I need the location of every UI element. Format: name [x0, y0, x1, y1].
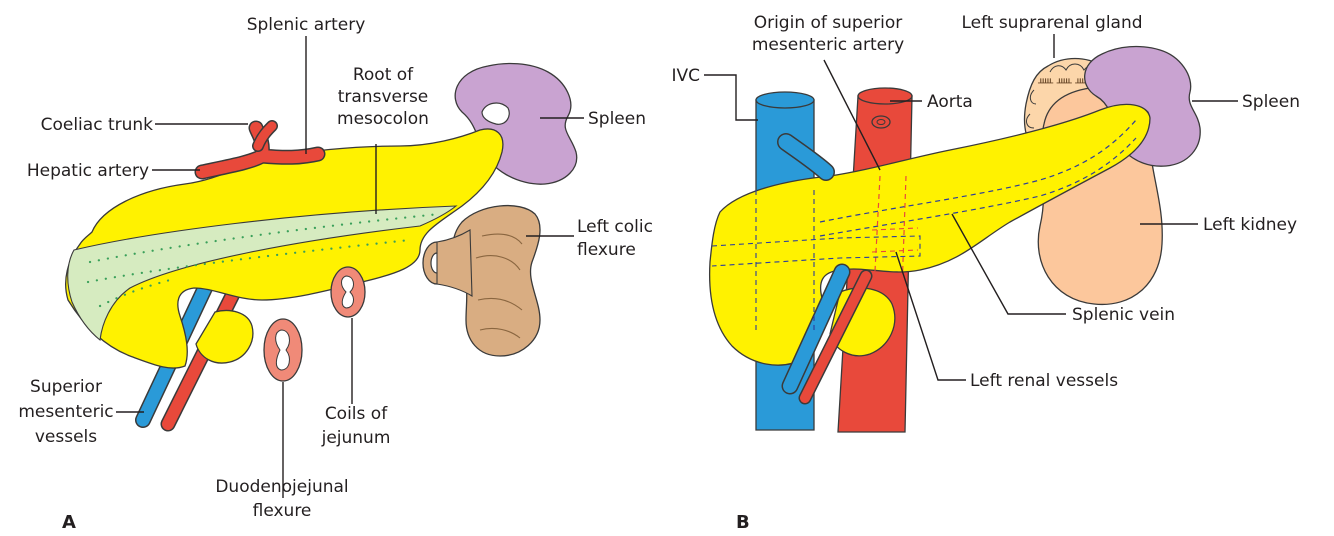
label-spleen-a: Spleen — [588, 109, 646, 129]
label-ivc: IVC — [671, 66, 700, 86]
ivc-top — [756, 92, 814, 108]
label-aorta: Aorta — [927, 92, 973, 112]
suprarenal-ticks: ᚊ ᚊ ᚊ — [1037, 76, 1091, 89]
label-left-renal-vessels: Left renal vessels — [970, 371, 1118, 391]
panel-b-letter: B — [736, 512, 750, 533]
label-hepatic-artery: Hepatic artery — [27, 161, 149, 181]
label-spleen-b: Spleen — [1242, 92, 1300, 112]
pancreas-a-uncinate — [196, 311, 253, 363]
left-colic-flexure-shape — [423, 206, 540, 356]
label-left-suprarenal-gland: Left suprarenal gland — [961, 13, 1142, 33]
panel-b: ᚊ ᚊ ᚊ — [671, 13, 1300, 533]
label-coeliac-trunk: Coeliac trunk — [41, 115, 154, 135]
colon-end-join — [437, 230, 472, 296]
panel-a-letter: A — [62, 512, 76, 533]
label-splenic-artery: Splenic artery — [247, 15, 366, 35]
label-left-kidney: Left kidney — [1203, 215, 1297, 235]
leader-ivc — [704, 75, 758, 120]
label-splenic-vein: Splenic vein — [1072, 305, 1175, 325]
